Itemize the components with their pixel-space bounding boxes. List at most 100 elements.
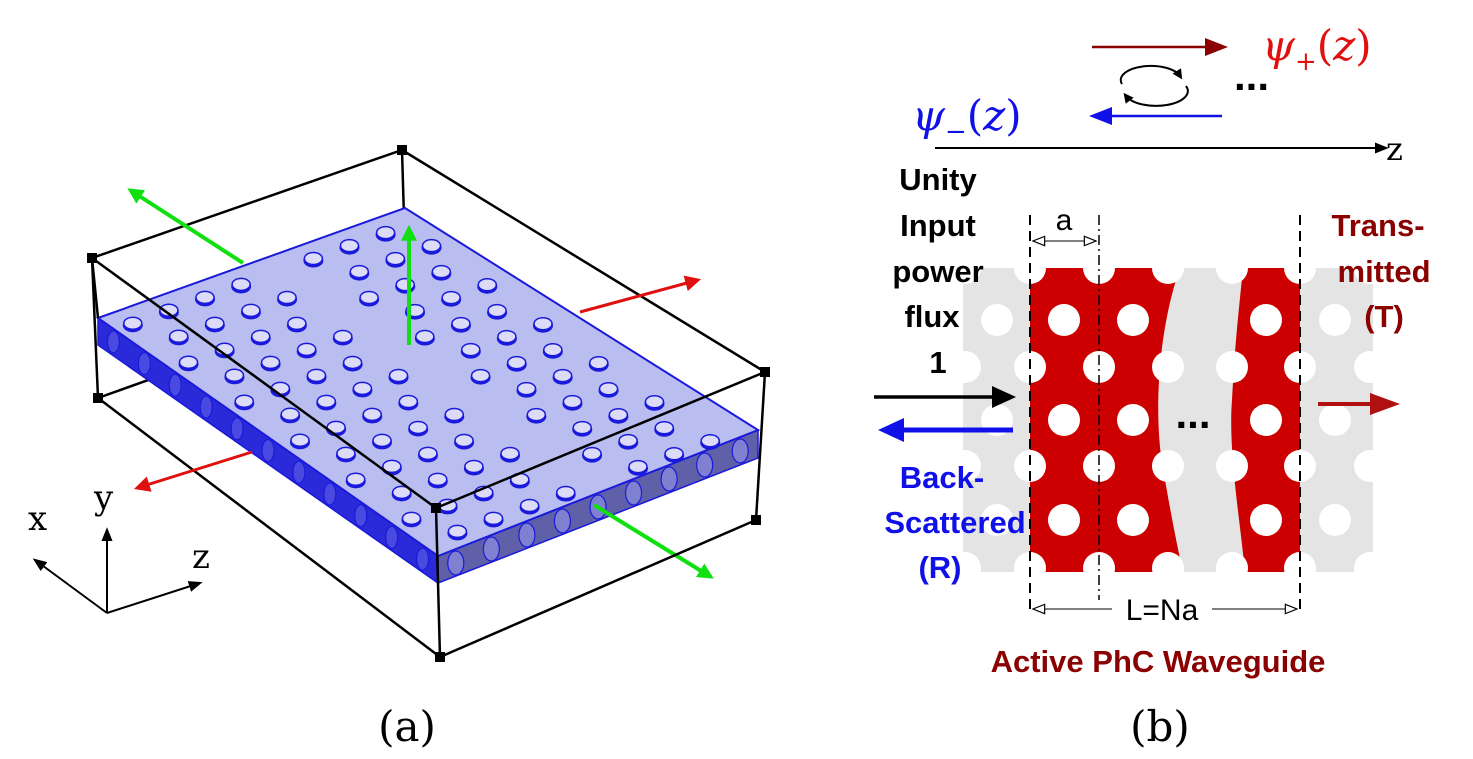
panel-a: x y z (a) <box>28 145 770 751</box>
psi-plus-label: ψ+(z) <box>1262 21 1372 77</box>
side-notch <box>354 504 368 528</box>
caption-b: (b) <box>1130 702 1190 751</box>
slab-hole <box>516 381 537 396</box>
ellipsis-middle: ... <box>1175 390 1210 437</box>
crystal-hole <box>1250 304 1282 336</box>
slab-hole <box>398 394 419 409</box>
side-notch <box>199 395 213 419</box>
slab-hole <box>451 316 471 331</box>
slab-hole <box>195 290 215 305</box>
slab-hole <box>362 407 382 422</box>
slab-hole <box>428 472 448 487</box>
slab-hole <box>608 407 629 422</box>
slab-hole <box>464 459 484 474</box>
side-notch <box>292 460 306 484</box>
slab-hole <box>296 342 317 357</box>
slab-hole <box>287 316 307 331</box>
slab-hole <box>270 381 291 396</box>
slab-hole <box>477 277 498 292</box>
slab-hole <box>123 316 143 330</box>
period-label: a <box>1056 204 1073 237</box>
crystal-hole <box>1354 450 1373 482</box>
backscattered-text: Back- Scattered (R) <box>884 460 1025 585</box>
slab-hole <box>251 329 271 344</box>
slab-hole <box>572 420 592 435</box>
slab-hole <box>519 498 540 513</box>
slab-hole <box>533 316 553 331</box>
crystal-hole <box>1014 450 1046 482</box>
slab-hole <box>421 238 442 253</box>
slab-hole <box>470 368 491 383</box>
front-notch <box>660 466 678 492</box>
front-notch <box>518 522 536 548</box>
front-notch <box>482 536 500 562</box>
slab-hole <box>543 342 563 357</box>
crystal-hole <box>1117 404 1149 436</box>
slab-hole <box>497 329 517 344</box>
crystal-hole <box>1216 450 1248 482</box>
slab-hole <box>444 407 465 422</box>
crystal-hole <box>1048 404 1080 436</box>
slab-hole <box>628 459 648 474</box>
psi-plus-arrowhead <box>1205 38 1228 56</box>
slab-hole <box>483 511 504 526</box>
slab-edge-notches <box>106 330 749 576</box>
front-notch <box>696 452 714 478</box>
slab-hole <box>618 433 638 448</box>
input-arrowhead <box>992 386 1016 408</box>
slab-hole <box>447 524 468 539</box>
crystal-hole <box>1152 268 1184 284</box>
slab-hole <box>352 381 373 396</box>
slab-top <box>95 206 761 558</box>
slab-hole <box>306 368 327 383</box>
slab-hole <box>168 329 189 344</box>
slab-hole <box>700 434 720 448</box>
coupling-arrow-top <box>1119 64 1183 85</box>
slab-hole <box>418 446 438 461</box>
input-line-3: power <box>892 254 983 289</box>
side-notch <box>385 525 399 550</box>
slab-hole <box>415 329 435 344</box>
crystal-hole <box>1048 504 1080 536</box>
crystal-hole <box>1354 552 1373 572</box>
slab-hole <box>598 381 619 396</box>
crystal-hole <box>1216 552 1248 572</box>
crystal-hole <box>1354 268 1373 284</box>
slab-hole <box>349 264 370 279</box>
side-notch <box>168 373 182 397</box>
crystal-hole <box>1152 552 1184 572</box>
red-arrow-left <box>133 450 253 492</box>
crystal-hole <box>1117 504 1149 536</box>
axis-z-label: z <box>192 537 210 577</box>
psi-minus-arrowhead <box>1089 107 1112 125</box>
crystal-hole <box>1319 404 1351 436</box>
crystal-hole <box>1048 304 1080 336</box>
input-line-4: flux <box>904 299 960 334</box>
side-notch <box>415 547 430 571</box>
slab-hole <box>205 316 225 331</box>
slab-hole <box>372 433 392 448</box>
input-line-2: Input <box>900 208 976 243</box>
slab-hole <box>339 238 360 253</box>
red-arrow-right <box>579 275 702 314</box>
slab-hole <box>500 446 520 461</box>
coordinate-axes <box>32 527 203 614</box>
slab-hole <box>552 368 573 383</box>
slab-hole <box>359 290 379 305</box>
slab-hole <box>333 329 353 344</box>
side-notch <box>230 417 244 441</box>
boundary-lines <box>1029 215 1301 612</box>
slab-hole <box>526 407 547 422</box>
front-notch <box>553 508 572 534</box>
input-text: Unity Input power flux 1 <box>892 162 983 380</box>
slab-hole <box>395 277 415 292</box>
front-notch <box>624 480 643 506</box>
slab-hole <box>375 225 396 240</box>
slab-hole <box>582 446 602 461</box>
green-arrow-back <box>127 188 245 265</box>
crystal-hole <box>981 304 1013 336</box>
axis-x-label: x <box>28 499 47 539</box>
slab-hole <box>277 290 297 305</box>
